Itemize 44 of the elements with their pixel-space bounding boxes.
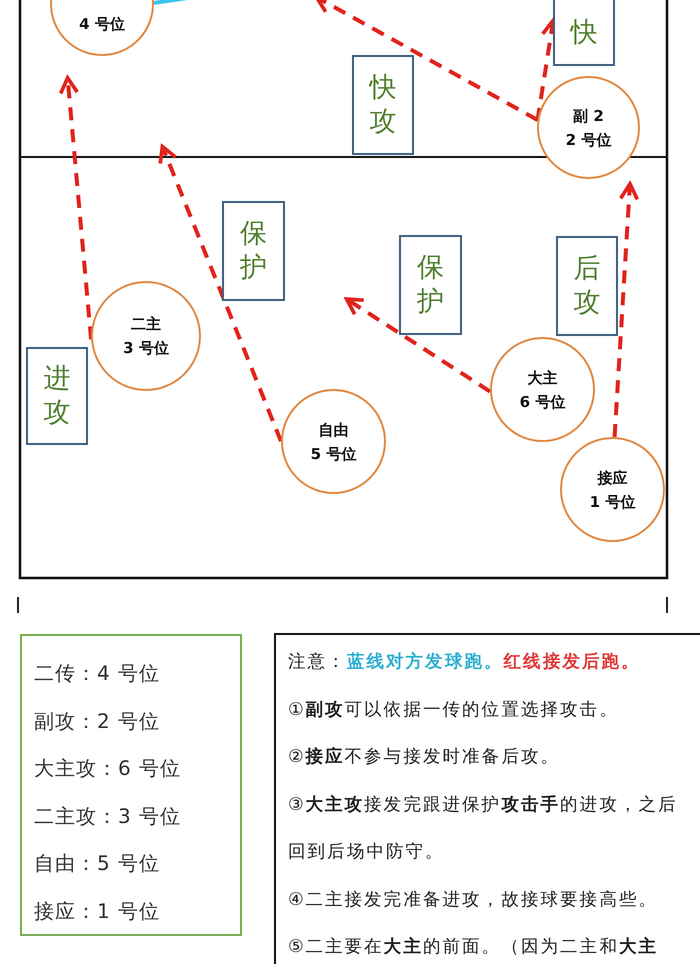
- box-label: 保护: [416, 251, 445, 319]
- position-text: 接应：1 号位: [34, 898, 162, 924]
- note-text: ④二主接发完准备进攻，故接球要接高些。: [288, 888, 660, 912]
- player-label: 4 号位: [79, 14, 125, 35]
- note-text: ①副攻可以依据一传的位置选择攻击。: [288, 698, 620, 722]
- box-label: 后攻: [572, 252, 602, 320]
- arrow: [158, 144, 283, 442]
- player-label: 6 号位: [520, 392, 566, 412]
- position-text: 自由：5 号位: [34, 850, 162, 877]
- position-text: 二主攻：3 号位: [34, 802, 182, 830]
- box-label: 快攻: [368, 71, 398, 139]
- note-text: ②接应不参与接发时准备后攻。: [288, 746, 562, 769]
- player-label: 大主: [528, 368, 558, 388]
- position-text: 副攻：2 号位: [34, 708, 162, 734]
- notes-box: [274, 633, 700, 964]
- player-label: 接应: [598, 468, 628, 488]
- label-box: [26, 347, 88, 445]
- note-text: 蓝线对方发球跑。: [346, 652, 504, 672]
- arrow: [314, 0, 539, 122]
- arrow: [612, 182, 640, 438]
- position-list-box: [20, 634, 242, 936]
- player-label: 二主: [131, 314, 161, 335]
- position-text: 大主攻：6 号位: [34, 755, 182, 782]
- label-box: [553, 0, 615, 66]
- position-text: 二传：4 号位: [34, 660, 162, 687]
- note-text: ③大主攻接发完跟进保护攻击手的进攻，之后回到后场中防守。: [288, 794, 679, 864]
- label-box: [399, 235, 462, 335]
- player-label: 5 号位: [310, 444, 356, 464]
- player-label: 副 2: [573, 106, 604, 126]
- note-text: 红线接发后跑。: [504, 652, 641, 672]
- player-label: 1 号位: [590, 492, 636, 512]
- player-label: 3 号位: [123, 338, 169, 359]
- note-text: ⑤二主要在大主的前面。（因为二主和大主: [288, 936, 660, 959]
- label-box: [556, 236, 618, 336]
- box-label: 进攻: [42, 362, 72, 430]
- player-label: 2 号位: [566, 130, 612, 150]
- box-label: 保护: [239, 217, 268, 285]
- arrow: [58, 76, 94, 340]
- label-box: [222, 201, 285, 301]
- note-heading: 注意：: [288, 652, 347, 672]
- player-label: 自由: [318, 420, 348, 440]
- arrow: [344, 297, 492, 394]
- box-label: 快: [570, 16, 598, 50]
- label-box: [352, 55, 414, 155]
